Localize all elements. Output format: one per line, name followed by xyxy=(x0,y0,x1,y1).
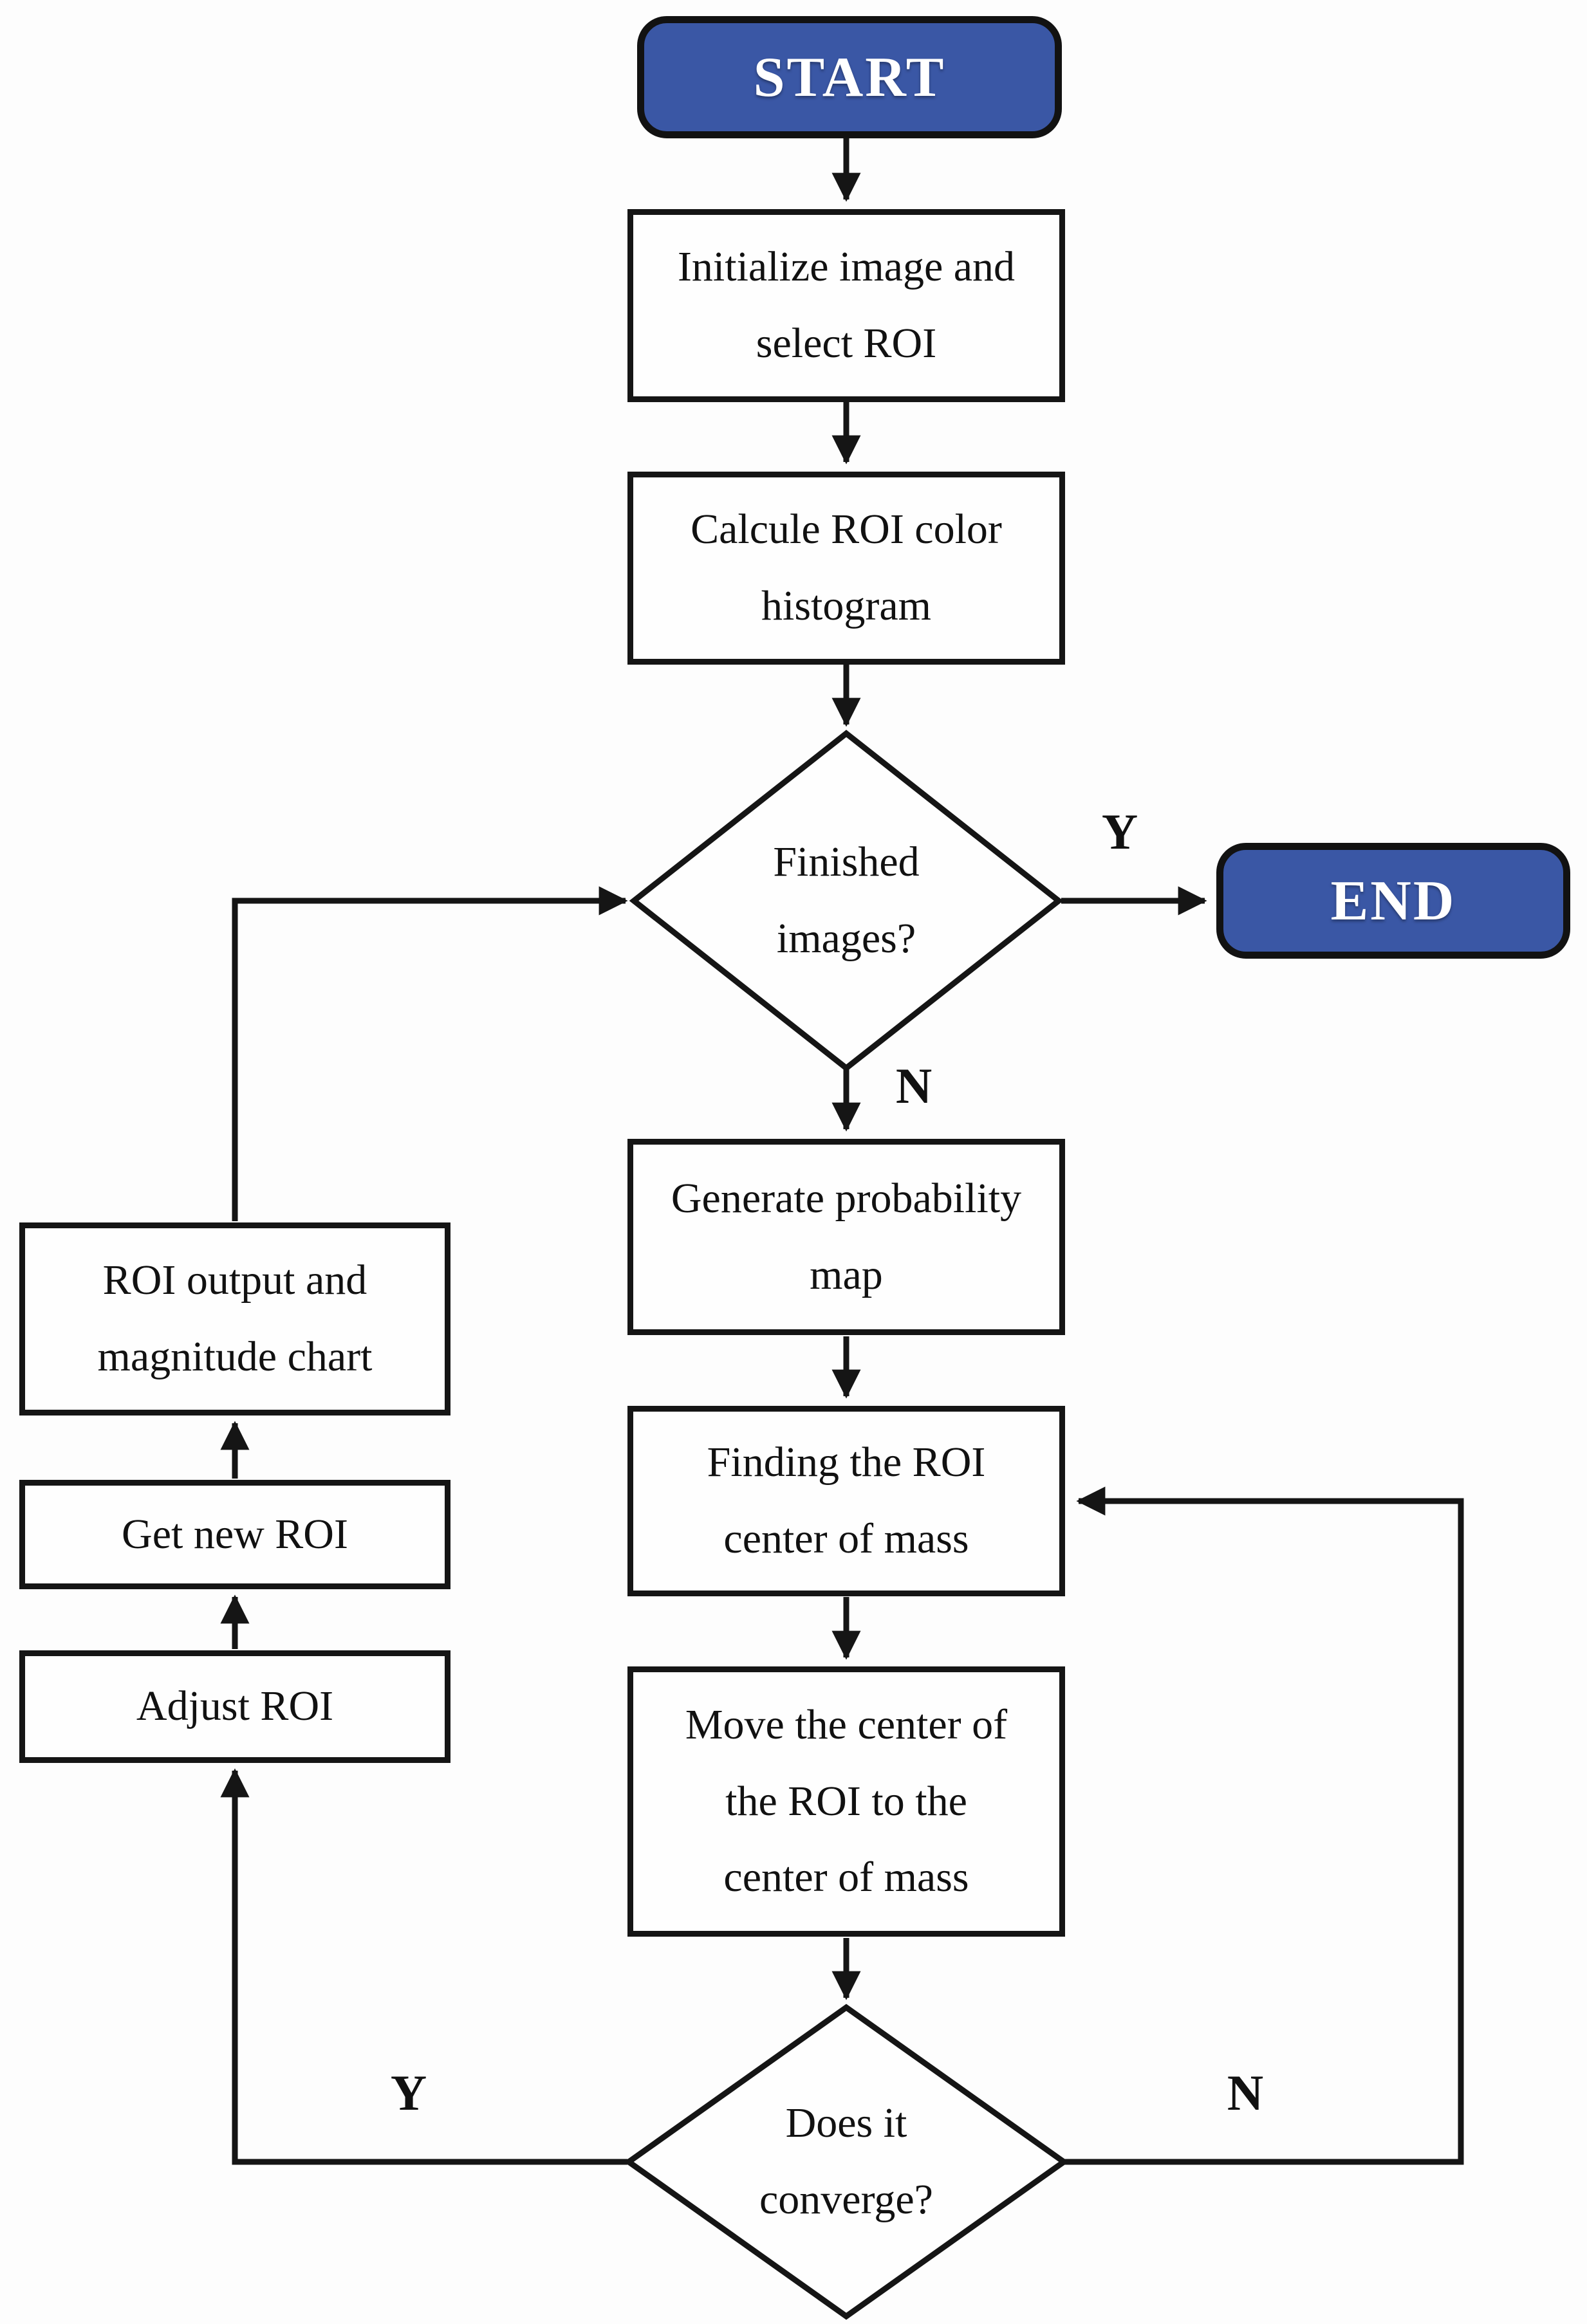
edge-converge-no-to-finding xyxy=(1063,1486,1464,2165)
end-label: END xyxy=(1330,869,1456,932)
start-terminal: START xyxy=(637,16,1062,138)
branch-label-converge-yes: Y xyxy=(390,2065,427,2121)
branch-label-finished-yes: Y xyxy=(1101,804,1138,860)
end-terminal: END xyxy=(1216,843,1570,959)
decision-finished-images-shape xyxy=(629,730,1064,1072)
decision-does-converge-shape xyxy=(624,2004,1069,2320)
start-label: START xyxy=(753,46,946,109)
edge-roioutput-to-finished xyxy=(232,886,628,1221)
process-get-new-roi: Get new ROI xyxy=(19,1480,450,1589)
branch-label-finished-no: N xyxy=(895,1058,933,1114)
process-adjust-roi: Adjust ROI xyxy=(19,1650,450,1763)
edge-converge-yes-to-adjust xyxy=(220,1768,627,2165)
branch-label-converge-no: N xyxy=(1227,2065,1264,2121)
